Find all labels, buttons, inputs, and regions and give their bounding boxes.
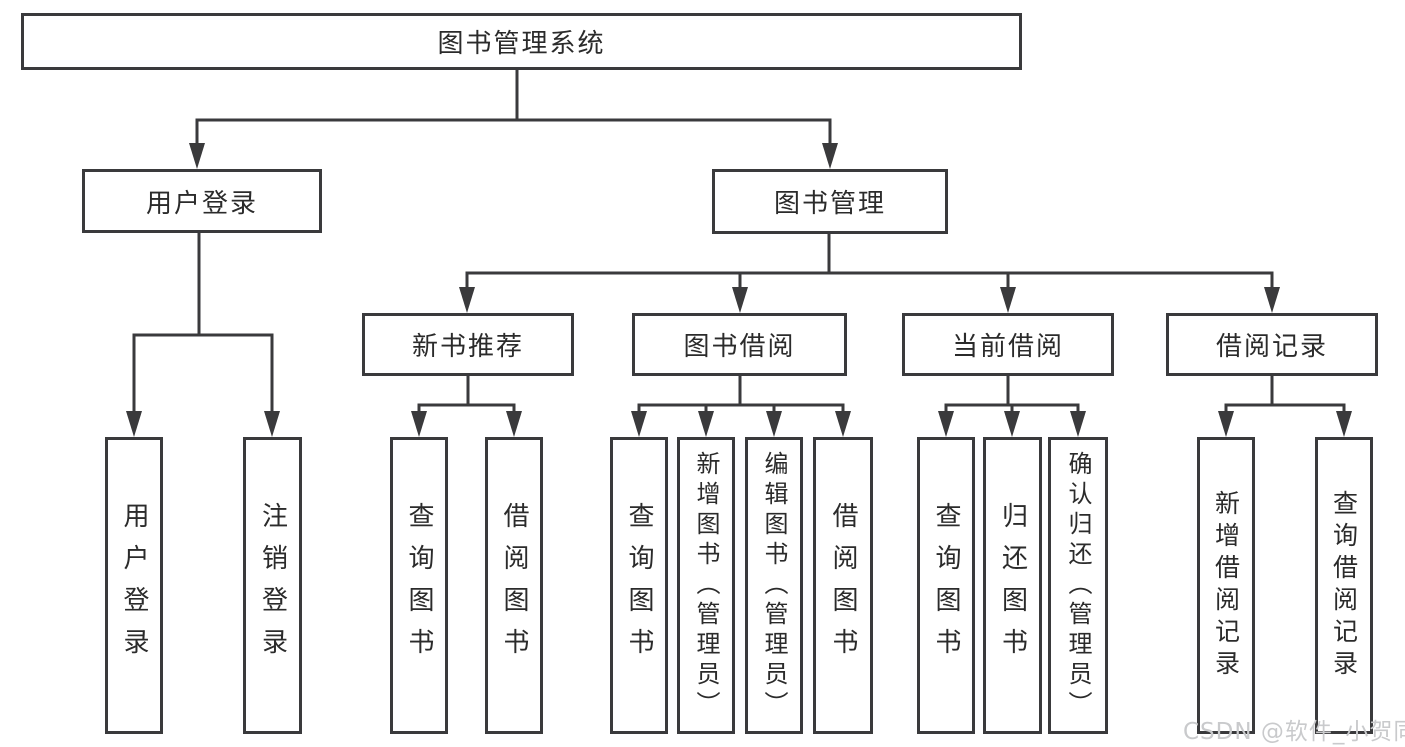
leaf-edit-book-admin-label: 编辑图书（管理员） (760, 450, 788, 721)
arrowheads (126, 143, 1352, 437)
arrowhead (1004, 411, 1020, 437)
leaf-add-borrow-record: 新增借阅记录 (1197, 437, 1255, 734)
arrowhead (835, 411, 851, 437)
arrowhead (631, 411, 647, 437)
arrowhead (732, 287, 748, 313)
connector-new-book-rec (417, 376, 516, 413)
arrowhead (506, 411, 522, 437)
connector-book-borrow (637, 376, 845, 413)
arrowhead (822, 143, 838, 169)
node-user-login: 用户登录 (82, 169, 322, 233)
arrowhead (189, 143, 205, 169)
arrowhead (411, 411, 427, 437)
leaf-add-borrow-record-label: 新增借阅记录 (1211, 489, 1241, 682)
arrowhead (698, 411, 714, 437)
connector-book-management (465, 234, 1274, 289)
leaf-query-books-3-label: 查询图书 (931, 501, 961, 670)
arrowhead (938, 411, 954, 437)
leaf-query-books-1: 查询图书 (390, 437, 448, 734)
connector-user-login (132, 233, 274, 413)
leaf-borrow-books-1-label: 借阅图书 (499, 501, 529, 670)
node-book-borrow: 图书借阅 (632, 313, 847, 376)
node-borrow-records: 借阅记录 (1166, 313, 1378, 376)
node-book-borrow-label: 图书借阅 (683, 332, 796, 362)
connector-borrow-records (1224, 376, 1346, 413)
leaf-borrow-books-2-label: 借阅图书 (828, 501, 858, 670)
csdn-watermark: CSDN @软件_小贺同学 (1183, 719, 1405, 745)
leaf-query-books-3: 查询图书 (917, 437, 975, 734)
leaf-query-books-2-label: 查询图书 (624, 501, 654, 670)
arrowhead (1000, 287, 1016, 313)
leaf-user-login: 用户登录 (105, 437, 163, 734)
node-borrow-records-label: 借阅记录 (1215, 332, 1328, 362)
leaf-query-borrow-record-label: 查询借阅记录 (1329, 489, 1359, 682)
node-new-book-rec: 新书推荐 (362, 313, 574, 376)
leaf-query-books-1-label: 查询图书 (404, 501, 434, 670)
node-current-borrow: 当前借阅 (902, 313, 1114, 376)
arrowhead (766, 411, 782, 437)
node-root: 图书管理系统 (21, 13, 1022, 70)
leaf-logout: 注销登录 (243, 437, 302, 734)
leaf-return-book-label: 归还图书 (997, 501, 1028, 670)
leaf-borrow-books-2: 借阅图书 (813, 437, 873, 734)
leaf-edit-book-admin: 编辑图书（管理员） (745, 437, 803, 734)
arrowhead (1264, 287, 1280, 313)
node-new-book-rec-label: 新书推荐 (411, 332, 524, 362)
node-root-label: 图书管理系统 (437, 29, 606, 59)
leaf-borrow-books-1: 借阅图书 (485, 437, 543, 734)
leaf-return-book: 归还图书 (983, 437, 1042, 734)
arrowhead (1218, 411, 1234, 437)
leaf-query-borrow-record: 查询借阅记录 (1315, 437, 1373, 734)
leaf-user-login-label: 用户登录 (119, 501, 149, 670)
leaf-query-books-2: 查询图书 (610, 437, 668, 734)
node-book-management: 图书管理 (712, 169, 948, 234)
arrowhead (264, 411, 280, 437)
leaf-add-book-admin: 新增图书（管理员） (677, 437, 735, 734)
node-book-management-label: 图书管理 (773, 189, 886, 219)
node-current-borrow-label: 当前借阅 (951, 332, 1064, 362)
arrowhead (1070, 411, 1086, 437)
leaf-confirm-return-admin: 确认归还（管理员） (1048, 437, 1108, 734)
arrowhead (126, 411, 142, 437)
connector-root (195, 70, 832, 146)
leaf-confirm-return-admin-label: 确认归还（管理员） (1064, 450, 1092, 721)
connector-current-borrow (944, 376, 1080, 413)
arrowhead (459, 287, 475, 313)
arrowhead (1336, 411, 1352, 437)
leaf-add-book-admin-label: 新增图书（管理员） (692, 450, 720, 721)
node-user-login-label: 用户登录 (145, 188, 258, 219)
leaf-logout-label: 注销登录 (257, 501, 288, 670)
